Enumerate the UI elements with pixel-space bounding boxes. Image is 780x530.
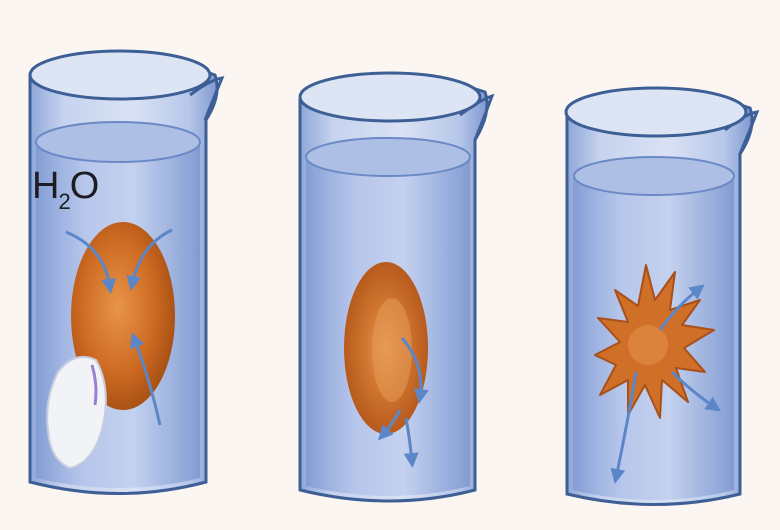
beaker-rim: [30, 51, 210, 99]
beaker-rim: [566, 88, 746, 136]
beaker-rim: [300, 73, 480, 121]
beaker-hypotonic: [30, 51, 222, 494]
water-surface: [36, 122, 200, 162]
formula-subscript: 2: [58, 189, 69, 214]
water-surface: [306, 138, 470, 176]
formula-main: H: [32, 165, 58, 207]
crenated-cell-center: [628, 325, 668, 365]
formula-end: O: [70, 165, 99, 207]
beaker-hypertonic: [566, 88, 757, 505]
cell-concavity: [372, 298, 412, 402]
beaker-isotonic: [300, 73, 492, 501]
water-formula-label: H2O: [32, 165, 98, 213]
water-surface: [574, 157, 734, 195]
